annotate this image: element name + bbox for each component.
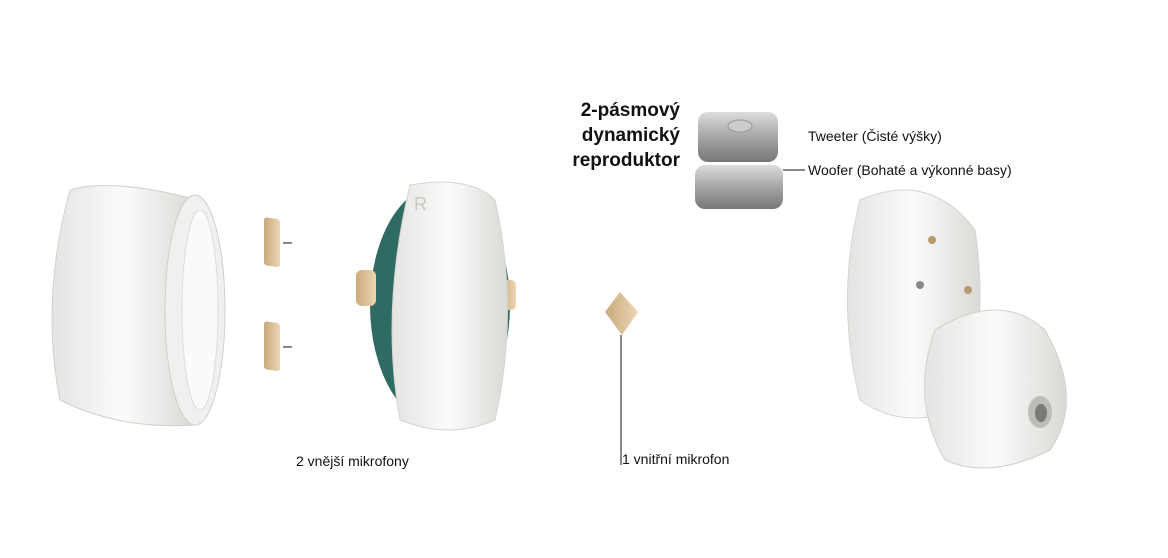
outer-mics-label: 2 vnější mikrofony xyxy=(296,453,409,469)
speaker-title: 2-pásmový dynamický reproduktor xyxy=(572,98,680,173)
outer-shell xyxy=(51,185,226,427)
main-housing: R xyxy=(356,181,516,431)
side-mark-r: R xyxy=(414,194,427,214)
speaker-title-line-3: reproduktor xyxy=(572,150,680,171)
inner-microphone xyxy=(605,292,638,465)
tweeter-label: Tweeter (Čisté výšky) xyxy=(808,128,942,144)
speaker-title-line-1: 2-pásmový xyxy=(580,100,680,121)
outer-microphones xyxy=(264,217,292,371)
inner-mic-label: 1 vnitřní mikrofon xyxy=(622,451,730,467)
speaker-title-line-2: dynamický xyxy=(581,125,680,146)
two-way-speaker xyxy=(695,112,805,209)
woofer-label: Woofer (Bohaté a výkonné basy) xyxy=(808,162,1012,178)
earbud-with-tip xyxy=(847,189,1067,469)
